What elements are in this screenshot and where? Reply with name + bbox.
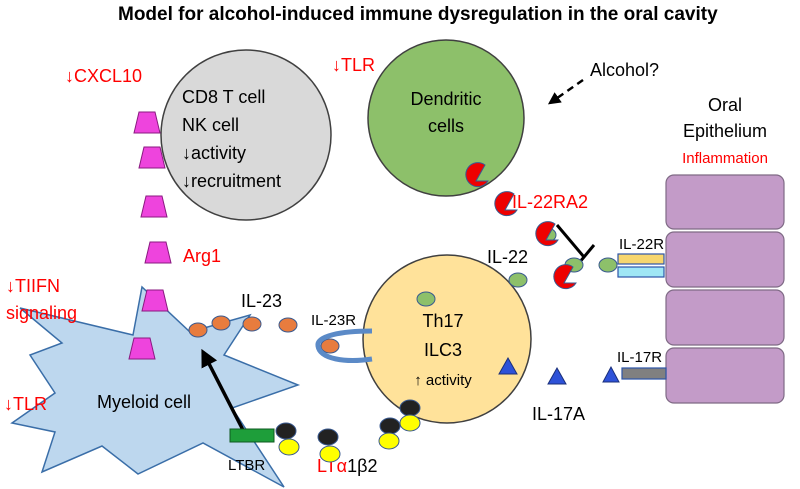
diagram-title: Model for alcohol-induced immune dysregu… (118, 4, 718, 25)
il17r-receptor (621, 367, 667, 380)
epithelial-cell (665, 347, 785, 404)
tiifn-signaling-label: signaling (6, 303, 77, 323)
tiifn-label: ↓TIIFN (6, 276, 60, 296)
il23-molecule (188, 322, 208, 338)
tlr-myeloid-label: ↓TLR (4, 394, 47, 414)
il17a-molecule (547, 366, 567, 385)
il22ra2-label: IL-22RA2 (512, 192, 588, 212)
myeloid-cell: Myeloid cell (10, 285, 301, 488)
arg1-marker (128, 337, 156, 360)
il22-molecule (416, 291, 436, 307)
il23-molecule (278, 317, 298, 333)
lta1b2-molecule (319, 445, 341, 463)
il22-label: IL-22 (487, 247, 528, 267)
arg1-marker (144, 241, 172, 264)
epithelium-label-line2: Epithelium (683, 121, 767, 141)
il17a-molecule (498, 356, 518, 375)
il22r-receptor-cyan (617, 266, 665, 278)
lta1b2-molecule (399, 414, 421, 432)
myeloid-label: Myeloid cell (97, 392, 191, 412)
il22ra2-molecule (535, 221, 559, 247)
alcohol-label: Alcohol? (590, 60, 659, 80)
il22ra2-molecule (553, 264, 577, 290)
il17a-label: IL-17A (532, 404, 585, 424)
cd8-cell-body (160, 49, 332, 221)
tlr-dendritic-label: ↓TLR (332, 55, 375, 75)
epithelial-cell (665, 231, 785, 288)
epithelial-cell (665, 174, 785, 230)
th17-label: Th17 (422, 311, 463, 331)
il22ra2-molecule (494, 191, 518, 217)
dendritic-cell-body (367, 39, 525, 197)
ltbr-activation-arrow (201, 348, 246, 433)
arg1-label: Arg1 (183, 246, 221, 266)
oral-epithelium: Oral Epithelium Inflammation (665, 95, 785, 404)
chemokine-marker (138, 146, 166, 169)
th17-activity-label: ↑ activity (414, 372, 472, 389)
il23-molecule (211, 315, 231, 331)
dendritic-cells: Dendritic cells (367, 39, 525, 197)
th17-cell-body (362, 254, 532, 424)
cd8-nk-cell: CD8 T cell NK cell ↓activity ↓recruitmen… (160, 49, 332, 221)
il23-label: IL-23 (241, 291, 282, 311)
cd8-activity-label: ↓activity (182, 143, 246, 163)
il22-molecule (508, 272, 528, 288)
dendritic-label-line1: Dendritic (410, 89, 481, 109)
alcohol-arrow (547, 78, 584, 105)
il22r-receptor-yellow (617, 253, 665, 265)
cd8-cell-label: CD8 T cell (182, 87, 265, 107)
lta-label-black: 1β2 (347, 456, 377, 476)
il23-molecule (242, 316, 262, 332)
lta1b2-molecule (278, 438, 300, 456)
lta1b2-molecule (379, 417, 401, 435)
lta1b2-molecule (399, 399, 421, 417)
il17r-label: IL-17R (617, 349, 662, 366)
lta1b2-molecule (275, 422, 297, 440)
epithelium-label-line1: Oral (708, 95, 742, 115)
il22ra2-inhibition-line (555, 224, 586, 258)
chemokine-marker (140, 195, 168, 218)
arg1-marker (141, 289, 169, 312)
inflammation-label: Inflammation (682, 150, 768, 167)
nk-cell-label: NK cell (182, 115, 239, 135)
il22r-label: IL-22R (619, 236, 664, 253)
epithelial-cell (665, 289, 785, 346)
dendritic-label-line2: cells (428, 116, 464, 136)
ilc3-label: ILC3 (424, 340, 462, 360)
il23-bound-molecule (320, 338, 340, 354)
il22-bound-molecule (598, 257, 618, 273)
cxcl10-label: ↓CXCL10 (65, 66, 142, 86)
th17-ilc3-cell: Th17 ILC3 ↑ activity (362, 254, 532, 424)
lta1b2-molecule (317, 428, 339, 446)
il23r-label: IL-23R (311, 312, 356, 329)
il22ra2-molecule (465, 162, 489, 188)
lta1b2-molecule (378, 432, 400, 450)
il23r-receptor (315, 328, 373, 363)
ltbr-label: LTBR (228, 457, 265, 474)
il17a-bound-triangle (602, 365, 620, 383)
chemokine-marker (133, 111, 161, 134)
ltbr-receptor (229, 428, 275, 443)
cd8-recruitment-label: ↓recruitment (182, 171, 281, 191)
